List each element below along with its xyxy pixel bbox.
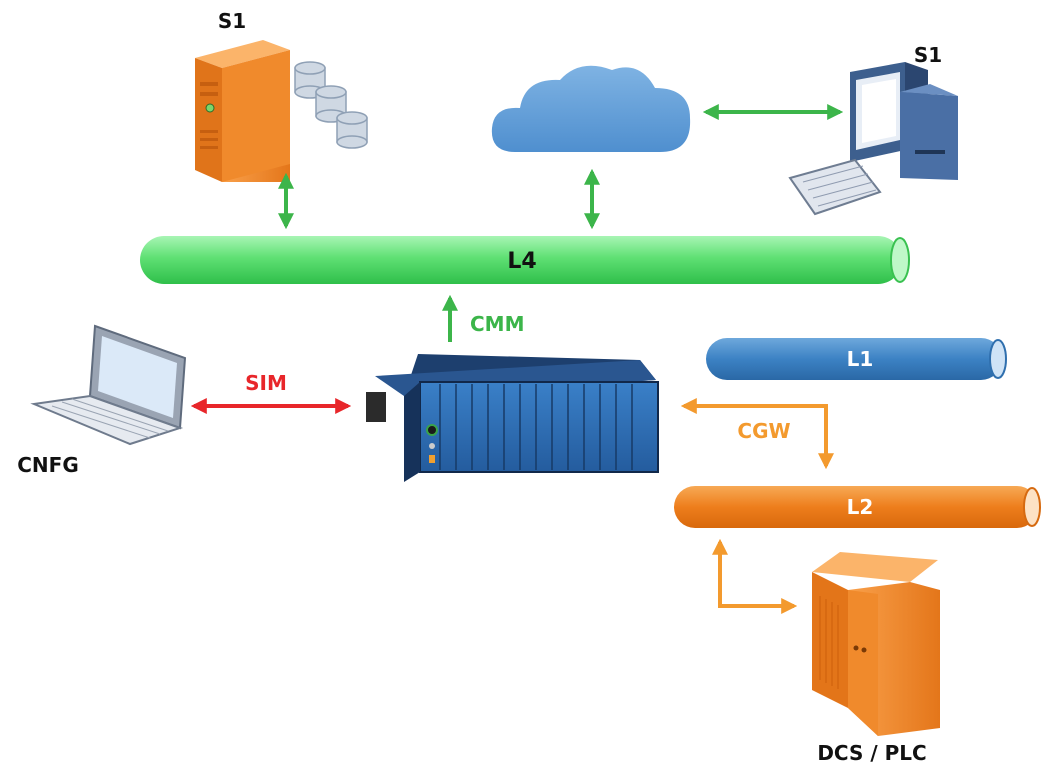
bus-l4-label: L4 bbox=[507, 249, 536, 274]
controller-rack-icon bbox=[366, 354, 659, 482]
sim-label: SIM bbox=[245, 371, 287, 395]
cmm-label: CMM bbox=[470, 312, 524, 336]
server-label: S1 bbox=[218, 9, 246, 33]
l2-cabinet-arrow bbox=[712, 538, 798, 614]
cnfg-label: CNFG bbox=[17, 453, 79, 477]
bus-l2 bbox=[674, 486, 1041, 528]
cgw-arrow bbox=[680, 398, 834, 470]
cloud-icon bbox=[491, 65, 691, 152]
laptop-icon bbox=[30, 324, 187, 446]
cgw-label: CGW bbox=[737, 419, 790, 443]
cabinet-icon bbox=[812, 552, 940, 736]
dcs-plc-label: DCS / PLC bbox=[817, 741, 926, 765]
desktop-computer-icon bbox=[788, 62, 958, 216]
bus-l4 bbox=[140, 236, 910, 284]
database-server-icon bbox=[195, 40, 368, 182]
bus-l1-label: L1 bbox=[847, 347, 874, 371]
workstation-label: S1 bbox=[914, 43, 942, 67]
bus-l1 bbox=[706, 338, 1007, 380]
bus-l2-label: L2 bbox=[847, 495, 874, 519]
